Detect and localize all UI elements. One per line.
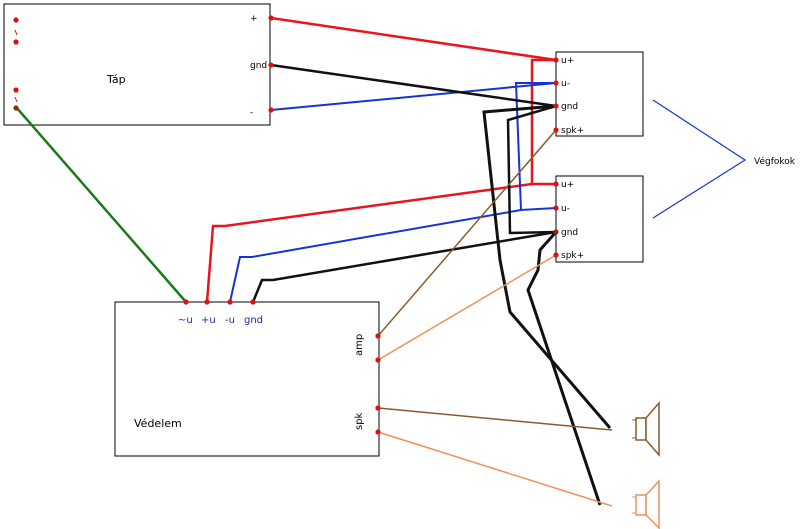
amp1-pin-spk-label: spk+: [561, 126, 584, 136]
wire-black-tap-to-amp1: [270, 63, 557, 108]
wire-red-amp1-to-amp2: [530, 58, 556, 186]
vedelem-label: Védelem: [134, 417, 182, 430]
wire-black-vedelem: [251, 230, 557, 303]
vedelem-pin-minus-label: -u: [225, 315, 235, 326]
tap-label: Táp: [106, 73, 126, 86]
vedelem-spk-label: spk: [354, 412, 365, 430]
switch-1-icon: [13, 17, 19, 45]
vedelem-pin-gnd-label: gnd: [244, 315, 263, 326]
wire-brown-spk: [377, 407, 613, 431]
tap-pin-plus-label: +: [250, 14, 258, 24]
wire-orange-spk: [377, 431, 613, 507]
speaker-1-icon: [632, 400, 660, 458]
vedelem-amp-label: amp: [354, 334, 365, 356]
vedelem-block: [114, 301, 380, 457]
tap-terminals: [268, 15, 274, 113]
speaker-2-icon: [632, 479, 660, 529]
switch-2-icon: [13, 87, 19, 111]
wire-blue-tap-to-amp1: [270, 82, 557, 111]
amp2-block: [555, 175, 644, 263]
amp2-pin-gnd-label: gnd: [561, 228, 578, 238]
amp1-block: [555, 51, 644, 137]
amp2-pin-spk-label: spk+: [561, 251, 584, 261]
tap-pin-minus-label: -: [250, 108, 253, 118]
tap-pin-gnd-label: gnd: [250, 61, 267, 71]
wire-blue-vedelem: [229, 209, 522, 303]
amp1-pin-uminus-label: u-: [561, 79, 570, 89]
wire-green-ac: [15, 106, 187, 303]
wire-black-gnd-spk2: [526, 231, 602, 506]
wire-brown-amp-signal: [377, 129, 557, 337]
wire-black-amp1-to-amp2: [506, 104, 557, 235]
amp1-pin-uplus-label: u+: [561, 56, 574, 66]
wire-orange-amp-signal: [377, 254, 557, 361]
amp1-pin-gnd-label: gnd: [561, 102, 578, 112]
vedelem-pin-ac-label: ~u: [178, 315, 193, 326]
group-label: Végfokok: [754, 156, 796, 167]
wire-red-tap-to-amp1: [270, 16, 557, 62]
amp2-pin-uplus-label: u+: [561, 180, 574, 190]
wire-blue-amp1-to-amp2: [514, 82, 557, 212]
amp2-terminals: [553, 181, 559, 258]
vedelem-terminals: [183, 299, 381, 435]
vedelem-pin-plus-label: +u: [201, 315, 216, 326]
wire-red-vedelem: [205, 182, 533, 303]
group-bracket: [652, 99, 747, 219]
amp2-pin-uminus-label: u-: [561, 204, 570, 214]
tap-block: [3, 3, 271, 126]
amp1-terminals: [553, 57, 559, 133]
wire-black-gnd-spk1: [482, 104, 612, 429]
